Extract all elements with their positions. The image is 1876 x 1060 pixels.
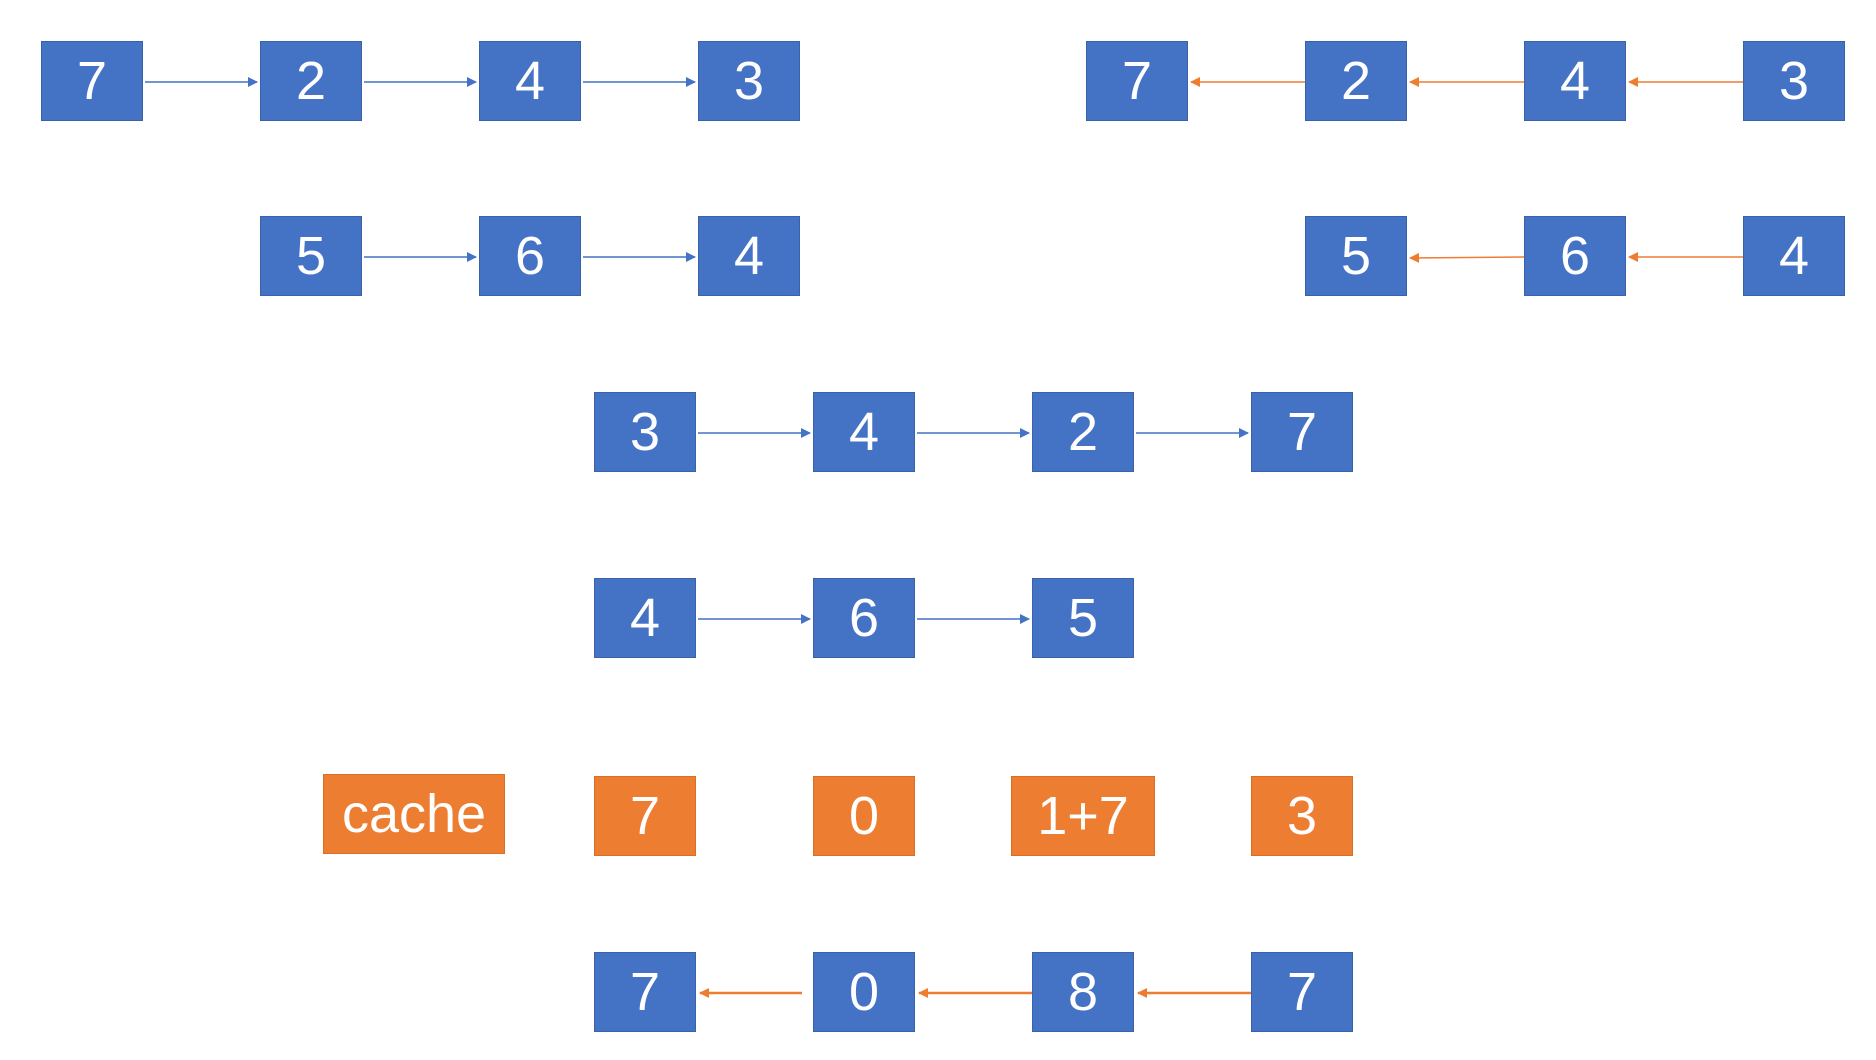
row3-node-1: 3: [594, 392, 696, 472]
cache-value-2: 0: [813, 776, 915, 856]
list1-reversed-node-1: 7: [1086, 41, 1188, 121]
list1-node-4: 3: [698, 41, 800, 121]
cache-value-1: 7: [594, 776, 696, 856]
cache-label: cache: [323, 774, 505, 854]
result-node-3: 8: [1032, 952, 1134, 1032]
row3-node-2: 4: [813, 392, 915, 472]
list2-node-2: 6: [479, 216, 581, 296]
cache-value-4: 3: [1251, 776, 1353, 856]
cache-value-3: 1+7: [1011, 776, 1155, 856]
list1-node-2: 2: [260, 41, 362, 121]
list1-reversed-node-2: 2: [1305, 41, 1407, 121]
list1-reversed-node-3: 4: [1524, 41, 1626, 121]
list1-node-1: 7: [41, 41, 143, 121]
row4-node-2: 6: [813, 578, 915, 658]
row4-node-1: 4: [594, 578, 696, 658]
list2-node-1: 5: [260, 216, 362, 296]
list1-reversed-node-4: 3: [1743, 41, 1845, 121]
arrow-list2-rev-1: [1409, 252, 1525, 263]
list2-reversed-node-3: 4: [1743, 216, 1845, 296]
row3-node-3: 2: [1032, 392, 1134, 472]
list2-reversed-node-1: 5: [1305, 216, 1407, 296]
row4-node-3: 5: [1032, 578, 1134, 658]
row3-node-4: 7: [1251, 392, 1353, 472]
list2-reversed-node-2: 6: [1524, 216, 1626, 296]
result-node-4: 7: [1251, 952, 1353, 1032]
result-node-1: 7: [594, 952, 696, 1032]
list2-node-3: 4: [698, 216, 800, 296]
list1-node-3: 4: [479, 41, 581, 121]
result-node-2: 0: [813, 952, 915, 1032]
